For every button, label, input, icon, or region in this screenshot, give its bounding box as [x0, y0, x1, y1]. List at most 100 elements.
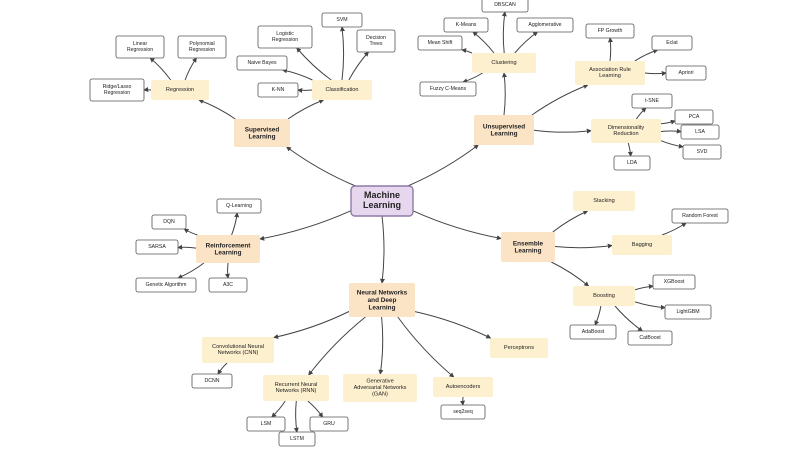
node-unsup-box	[474, 115, 534, 145]
node-kmeans-label: K-Means	[456, 22, 477, 28]
edge-bag-to-rf	[661, 222, 687, 236]
edge-nn-to-ae	[397, 316, 455, 378]
node-lda-label: LDA	[627, 160, 638, 166]
node-sarsa: SARSA	[135, 239, 179, 255]
edge-arl-to-fpg	[608, 37, 613, 62]
node-gru-box	[309, 416, 349, 432]
node-eclat-box	[651, 35, 693, 51]
edge-dr-to-tsne	[635, 107, 647, 120]
node-boost-label: Boosting	[593, 293, 615, 299]
node-dqn-box	[151, 214, 187, 230]
node-meanshift-box	[417, 35, 463, 51]
node-a3c-box	[208, 277, 248, 293]
node-dcnn-label: DCNN	[205, 378, 220, 384]
edge-ml-to-nn	[380, 215, 385, 284]
node-pca: PCA	[674, 109, 714, 125]
node-lgbm-box	[664, 304, 712, 320]
node-knn-label: K-NN	[272, 87, 285, 93]
node-ae-box	[433, 377, 493, 397]
node-svm: SVM	[321, 12, 363, 28]
node-lsm-label: LSM	[261, 421, 272, 427]
node-fcm-label: Fuzzy C-Means	[430, 86, 467, 92]
edge-boost-to-cat	[614, 305, 643, 332]
node-stack: Stacking	[573, 191, 635, 211]
node-fpg-label: FP Growth	[598, 28, 623, 34]
node-lsa-label: LSA	[695, 129, 705, 135]
edge-cls-to-dtree	[348, 51, 369, 81]
edge-ens-to-boost	[551, 261, 590, 287]
node-dbscan-label: DBSCAN	[494, 2, 516, 8]
edge-ml-to-sup	[286, 146, 356, 187]
node-arl-box	[575, 61, 645, 85]
edge-rnn-to-gru	[307, 400, 324, 418]
edge-clu-to-fcm	[462, 72, 483, 84]
node-genalg-box	[135, 277, 197, 293]
edge-clu-to-dbscan	[501, 11, 507, 54]
edge-unsup-to-dr	[533, 128, 592, 134]
node-bag: Bagging	[612, 235, 672, 255]
node-rl-box	[196, 235, 260, 263]
node-rf: Random Forest	[671, 208, 729, 224]
edge-clu-to-kmeans	[472, 31, 495, 54]
node-knn: K-NN	[257, 82, 299, 98]
node-kmeans-box	[443, 17, 489, 33]
node-eclat: Eclat	[651, 35, 693, 51]
node-fcm: Fuzzy C-Means	[419, 81, 477, 97]
node-meanshift-label: Mean Shift	[428, 40, 453, 46]
edge-dr-to-lsa	[660, 128, 682, 134]
edge-cls-to-nbayes	[281, 68, 313, 81]
node-nbayes: Naive Bayes	[236, 55, 288, 71]
node-ml-box	[350, 185, 414, 217]
edge-nn-to-cnn	[273, 311, 350, 340]
node-nn-box	[349, 283, 415, 317]
node-xgb-box	[652, 274, 696, 290]
node-lsa-box	[680, 124, 720, 140]
node-tsne-label: t-SNE	[645, 98, 659, 104]
edge-boost-to-ada	[594, 305, 602, 326]
node-lgbm: LightGBM	[664, 304, 712, 320]
node-cls-label: Classification	[326, 87, 359, 93]
edge-ens-to-stack	[552, 210, 589, 233]
node-svd-label: SVD	[697, 149, 708, 155]
node-lda-box	[613, 155, 651, 171]
node-reg-box	[151, 80, 209, 100]
edge-nn-to-rnn	[308, 316, 366, 376]
node-tsne-box	[631, 93, 673, 109]
node-gru: GRU	[309, 416, 349, 432]
node-cat: CatBoost	[627, 330, 673, 346]
node-aggl-label: Agglomerative	[528, 22, 561, 28]
node-lda: LDA	[613, 155, 651, 171]
node-a3c-label: A3C	[223, 282, 233, 288]
node-sup-box	[234, 119, 290, 147]
node-sarsa-label: SARSA	[148, 244, 166, 250]
node-ae: Autoencoders	[433, 377, 493, 397]
node-genalg-label: Genetic Algorithm	[146, 282, 187, 288]
node-lstm: LSTM	[278, 431, 316, 447]
edge-arl-to-eclat	[634, 48, 659, 62]
node-pca-label: PCA	[689, 114, 700, 120]
edge-nn-to-perc	[414, 311, 492, 339]
edges-layer	[143, 11, 687, 433]
node-dqn: DQN	[151, 214, 187, 230]
node-dbscan: DBSCAN	[481, 0, 529, 13]
node-ens-box	[501, 232, 555, 262]
